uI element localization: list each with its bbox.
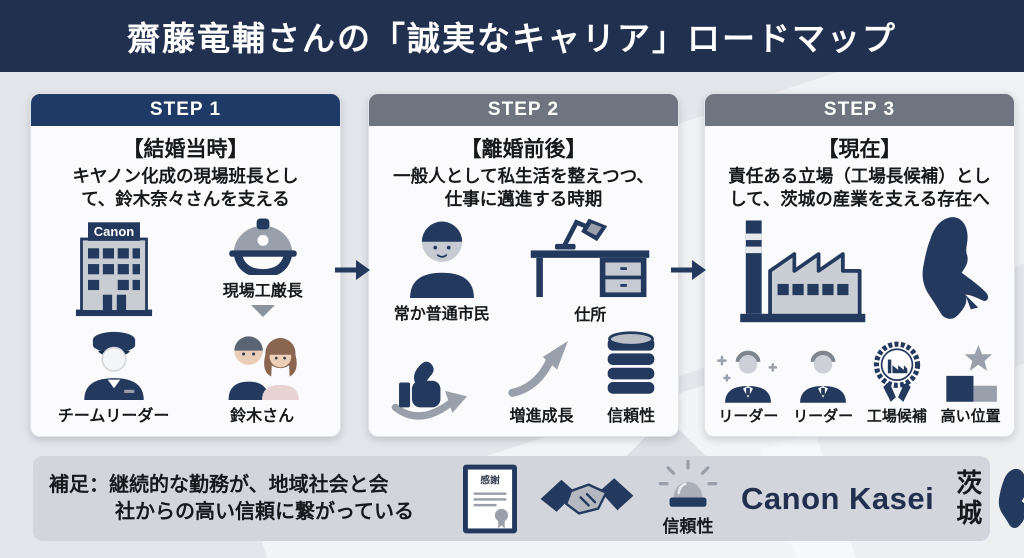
database-label: 信頼性 bbox=[607, 408, 656, 425]
podium-label: 高い位置 bbox=[940, 408, 1001, 425]
handshake-icon bbox=[539, 468, 635, 530]
citizen-icon bbox=[400, 214, 484, 299]
factory-icon bbox=[726, 213, 872, 325]
step3-heading: 【現在】 bbox=[817, 138, 902, 161]
siren-icon bbox=[655, 460, 721, 514]
growth-arrow-icon bbox=[505, 332, 577, 400]
step2-icon-row-top: 常か普通市民 仕所 bbox=[369, 211, 678, 327]
certificate-text: 感謝 bbox=[480, 473, 500, 486]
thumbs-up-icon bbox=[388, 352, 480, 426]
step2-header: STEP 2 bbox=[369, 94, 678, 126]
footer-note-bar: 補足：継続的な勤務が、地域社会と会 社からの高い信頼に繋がっている 感謝 bbox=[33, 456, 1024, 541]
step3-card: STEP 3 【現在】 責任ある立場（工場長候補）とし して、茨城の産業を支える… bbox=[704, 93, 1015, 437]
step3-icon-row-bottom: リーダー リーダー bbox=[705, 327, 1014, 436]
step1-header: STEP 1 bbox=[31, 94, 340, 126]
building-logo-text: Canon bbox=[94, 225, 135, 240]
couple-label: 鈴木さん bbox=[230, 408, 295, 425]
citizen-label: 常か普通市民 bbox=[393, 306, 490, 324]
step1-description: キヤノン化成の現場班長とし て、鈴木奈々さんを支える bbox=[72, 166, 299, 210]
step2-icon-row-bottom: 増進成長 信頼性 bbox=[369, 327, 678, 436]
team-leader-label: チームリーダー bbox=[57, 408, 170, 425]
leader1-label: リーダー bbox=[718, 408, 779, 425]
canon-kasei-logo: Canon Kasei bbox=[741, 480, 935, 516]
step1-icon-row-bottom: チームリーダー 鈴木さん bbox=[31, 320, 340, 436]
desk-icon bbox=[527, 213, 653, 299]
ibaraki-mini-map-icon bbox=[986, 467, 1024, 531]
siren-label: 信頼性 bbox=[662, 517, 714, 536]
couple-icon bbox=[211, 328, 313, 400]
step1-heading: 【結婚当時】 bbox=[122, 138, 249, 161]
canon-building-icon: Canon bbox=[62, 213, 166, 317]
leader2-label: リーダー bbox=[793, 408, 854, 425]
step3-description: 責任ある立場（工場長候補）とし して、茨城の産業を支える存在へ bbox=[728, 166, 991, 210]
footer-note-text: 補足：継続的な勤務が、地域社会と会 社からの高い信頼に繋がっている bbox=[49, 473, 414, 523]
down-triangle-icon bbox=[250, 305, 275, 318]
flow-arrow-icon bbox=[334, 258, 370, 282]
team-leader-icon bbox=[74, 328, 154, 400]
hardhat-icon bbox=[217, 213, 309, 276]
title-banner: 齋藤竜輔さんの「誠実なキャリア」ロードマップ bbox=[0, 0, 1024, 72]
step2-heading: 【離婚前後】 bbox=[460, 138, 587, 161]
step3-icon-row-top bbox=[705, 211, 1014, 327]
desk-label: 仕所 bbox=[574, 307, 607, 325]
ibaraki-map-icon bbox=[901, 214, 993, 324]
factory-badge-icon bbox=[867, 339, 927, 403]
step3-header: STEP 3 bbox=[705, 94, 1014, 126]
certificate-icon: 感謝 bbox=[461, 463, 519, 535]
prefecture-label: 茨城 bbox=[956, 467, 983, 528]
ibaraki-prefecture-group: 茨城 bbox=[954, 467, 1024, 531]
database-icon bbox=[603, 330, 659, 400]
leader-icon bbox=[792, 343, 854, 403]
step1-icon-row-top: Canon 現場工厳長 bbox=[31, 211, 340, 319]
step2-card: STEP 2 【離婚前後】 一般人として私生活を整えつつ、 仕事に邁進する時期 … bbox=[368, 93, 679, 437]
step1-card: STEP 1 【結婚当時】 キヤノン化成の現場班長とし て、鈴木奈々さんを支える… bbox=[30, 93, 341, 437]
page-title: 齋藤竜輔さんの「誠実なキャリア」ロードマップ bbox=[127, 20, 897, 57]
hardhat-label: 現場工厳長 bbox=[222, 283, 303, 301]
leader-sparkle-icon bbox=[717, 343, 779, 403]
flow-arrow-icon bbox=[670, 258, 706, 282]
growth-arrow-label: 増進成長 bbox=[509, 408, 574, 425]
factory-badge-label: 工場候補 bbox=[866, 408, 927, 425]
step2-description: 一般人として私生活を整えつつ、 仕事に邁進する時期 bbox=[393, 166, 654, 210]
podium-star-icon bbox=[940, 345, 1002, 403]
